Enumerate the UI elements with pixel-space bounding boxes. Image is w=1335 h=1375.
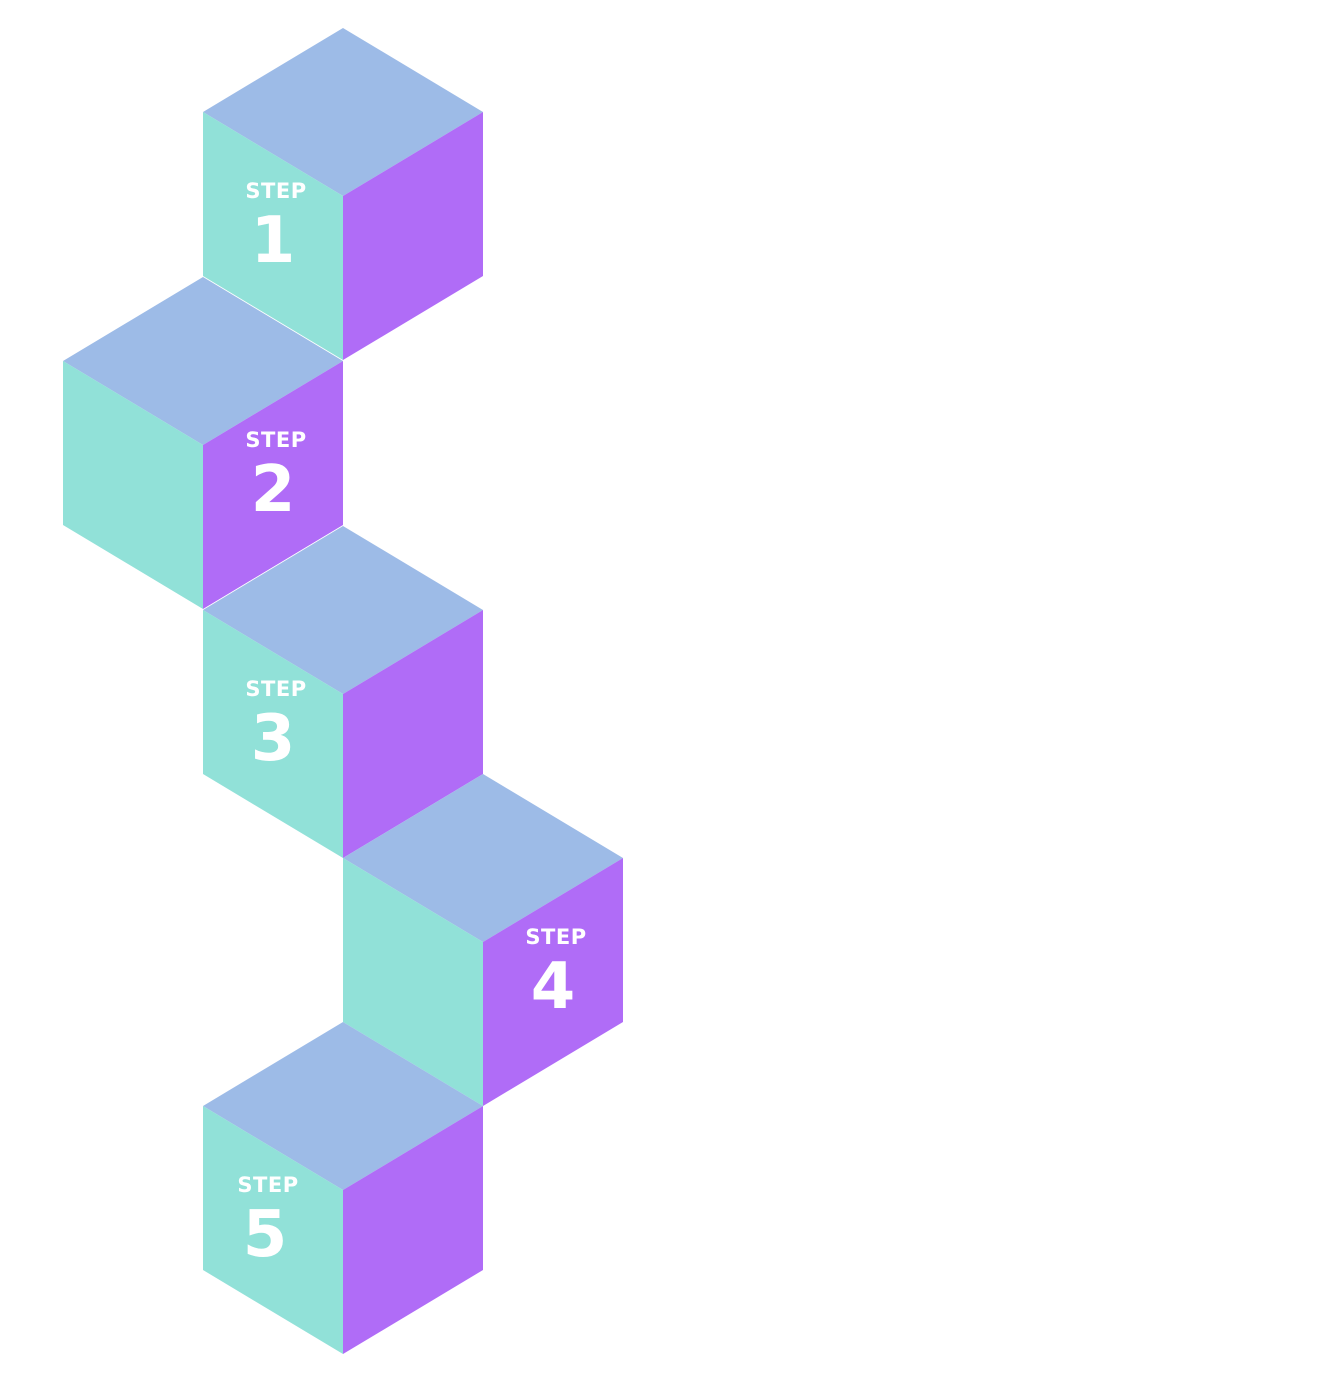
cube-right-face [203,361,343,609]
cube-left-face [203,610,343,858]
step-number: 3 [251,702,296,776]
step-number: 1 [251,204,296,278]
cube-right-face [483,858,623,1106]
cube-left-face [63,361,203,609]
step-label: STEP [237,1173,298,1197]
cube-right-face [343,112,483,360]
cube-right-face [343,610,483,858]
cube-left-face [203,1106,343,1354]
step-label: STEP [525,925,586,949]
cube-right-face [343,1106,483,1354]
cube-left-face [203,112,343,360]
step-label: STEP [245,428,306,452]
step-number: 5 [243,1198,288,1272]
step-label: STEP [245,179,306,203]
step-label: STEP [245,677,306,701]
step-number: 2 [251,453,296,527]
step-number: 4 [531,950,576,1024]
cube-left-face [343,858,483,1106]
